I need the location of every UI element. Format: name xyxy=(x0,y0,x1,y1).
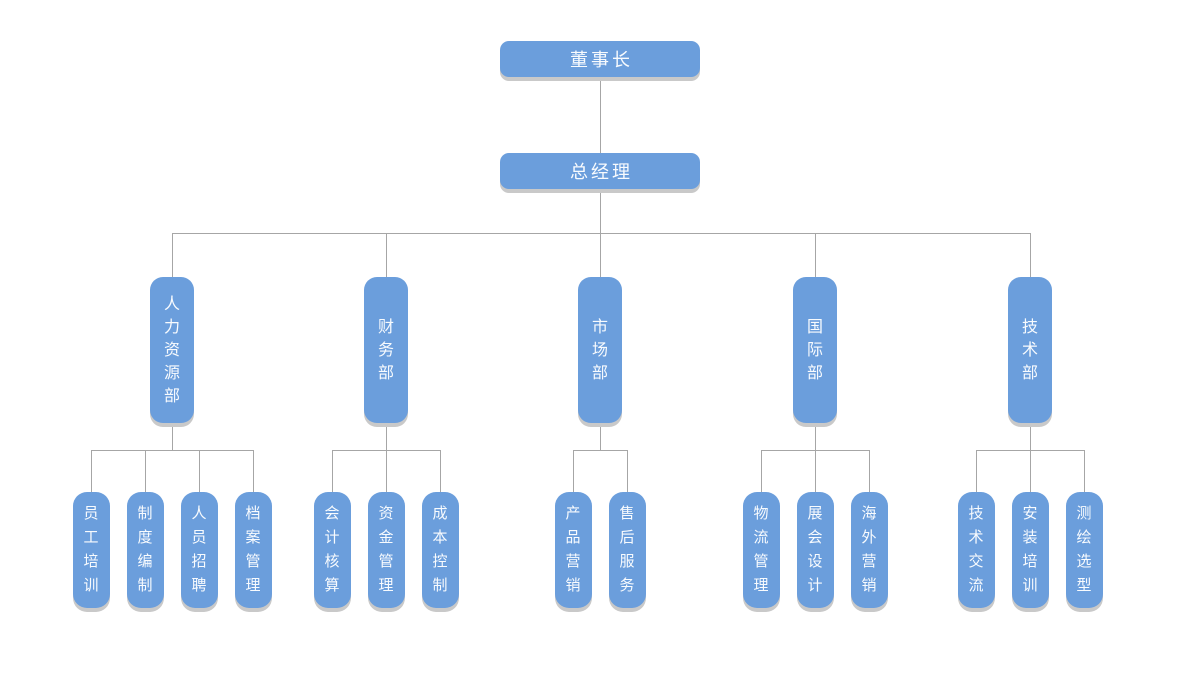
node-label: 制度编制 xyxy=(137,505,153,594)
connector-root-to-manager xyxy=(600,77,601,153)
org-node-dept-technology: 技术部 xyxy=(1008,277,1052,423)
connector-stem-dept-technology xyxy=(1030,423,1031,450)
org-node-installation-training: 安装培训 xyxy=(1011,492,1049,608)
org-node-archives-management: 档案管理 xyxy=(234,492,272,608)
node-label: 员工培训 xyxy=(83,505,99,594)
org-node-overseas-marketing: 海外营销 xyxy=(850,492,888,608)
node-label: 会计核算 xyxy=(324,505,340,594)
node-label: 成本控制 xyxy=(432,505,448,594)
org-node-dept-marketing: 市场部 xyxy=(578,277,622,423)
connector-drop-child xyxy=(761,450,762,492)
node-label: 资金管理 xyxy=(378,505,394,594)
org-node-product-marketing: 产品营销 xyxy=(554,492,592,608)
connector-drop-child xyxy=(976,450,977,492)
org-node-dept-human-resources: 人力资源部 xyxy=(150,277,194,423)
node-label: 技术交流 xyxy=(968,505,984,594)
node-label: 售后服务 xyxy=(619,505,635,594)
org-node-accounting: 会计核算 xyxy=(313,492,351,608)
node-label: 财务部 xyxy=(377,318,394,382)
node-label: 总经理 xyxy=(570,162,633,182)
connector-drop-dept-marketing xyxy=(600,233,601,278)
connector-drop-dept-international xyxy=(815,233,816,278)
org-node-funds-management: 资金管理 xyxy=(367,492,405,608)
node-label: 海外营销 xyxy=(861,505,877,594)
node-label: 展会设计 xyxy=(807,505,823,594)
node-label: 技术部 xyxy=(1021,318,1038,382)
org-node-chairman: 董事长 xyxy=(500,41,700,77)
connector-drop-child xyxy=(627,450,628,492)
connector-drop-child xyxy=(91,450,92,492)
connector-drop-child xyxy=(815,450,816,492)
org-node-surveying-model-selection: 测绘选型 xyxy=(1065,492,1103,608)
connector-drop-child xyxy=(199,450,200,492)
connector-drop-child xyxy=(332,450,333,492)
node-label: 档案管理 xyxy=(245,505,261,594)
connector-drop-child xyxy=(1084,450,1085,492)
org-node-personnel-recruitment: 人员招聘 xyxy=(180,492,218,608)
connector-drop-child xyxy=(253,450,254,492)
connector-rail-marketing xyxy=(573,450,627,451)
connector-drop-dept-finance xyxy=(386,233,387,278)
node-label: 董事长 xyxy=(570,50,633,70)
org-node-general-manager: 总经理 xyxy=(500,153,700,189)
org-node-employee-training: 员工培训 xyxy=(72,492,110,608)
connector-drop-dept-technology xyxy=(1030,233,1031,278)
node-label: 测绘选型 xyxy=(1076,505,1092,594)
connector-drop-child xyxy=(869,450,870,492)
connector-stem-dept-finance xyxy=(386,423,387,450)
org-node-after-sales-service: 售后服务 xyxy=(608,492,646,608)
connector-main-rail xyxy=(172,233,1030,234)
org-node-system-compilation: 制度编制 xyxy=(126,492,164,608)
connector-drop-child xyxy=(440,450,441,492)
org-node-cost-control: 成本控制 xyxy=(421,492,459,608)
connector-drop-child xyxy=(386,450,387,492)
node-label: 人员招聘 xyxy=(191,505,207,594)
org-node-exhibition-design: 展会设计 xyxy=(796,492,834,608)
connector-stem-dept-hr xyxy=(172,423,173,450)
org-node-technical-exchange: 技术交流 xyxy=(957,492,995,608)
org-node-dept-international: 国际部 xyxy=(793,277,837,423)
node-label: 人力资源部 xyxy=(163,295,180,405)
connector-manager-stem xyxy=(600,189,601,233)
connector-stem-dept-marketing xyxy=(600,423,601,450)
node-label: 产品营销 xyxy=(565,505,581,594)
node-label: 国际部 xyxy=(806,318,823,382)
org-node-dept-finance: 财务部 xyxy=(364,277,408,423)
connector-drop-child xyxy=(1030,450,1031,492)
connector-rail-hr xyxy=(91,450,253,451)
connector-drop-dept-hr xyxy=(172,233,173,278)
connector-drop-child xyxy=(573,450,574,492)
org-node-logistics-management: 物流管理 xyxy=(742,492,780,608)
node-label: 物流管理 xyxy=(753,505,769,594)
connector-stem-dept-international xyxy=(815,423,816,450)
node-label: 市场部 xyxy=(591,318,608,382)
connector-drop-child xyxy=(145,450,146,492)
node-label: 安装培训 xyxy=(1022,505,1038,594)
